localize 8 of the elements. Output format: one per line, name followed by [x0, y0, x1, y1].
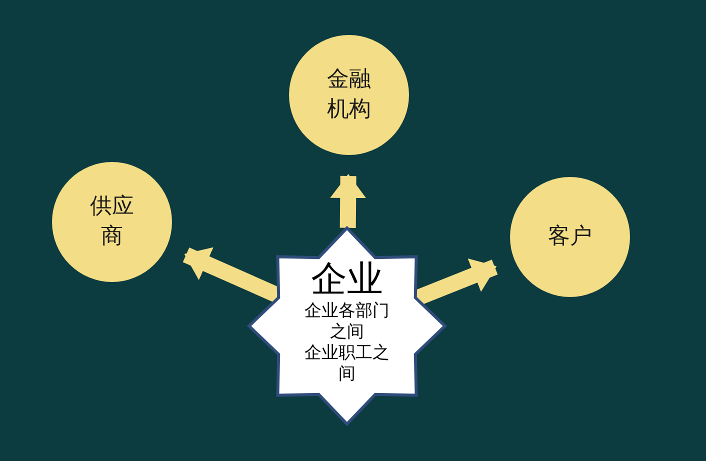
node-title: 企业: [311, 259, 383, 301]
node-label: 企业各部门之间: [304, 301, 390, 343]
node-label: 客户: [547, 223, 593, 251]
block-arrow: [330, 174, 366, 228]
node-label: 供应商: [89, 193, 135, 251]
star-node: [247, 226, 447, 426]
node-label: 企业职工之间: [304, 343, 390, 385]
node-label: 金融机构: [326, 66, 372, 124]
